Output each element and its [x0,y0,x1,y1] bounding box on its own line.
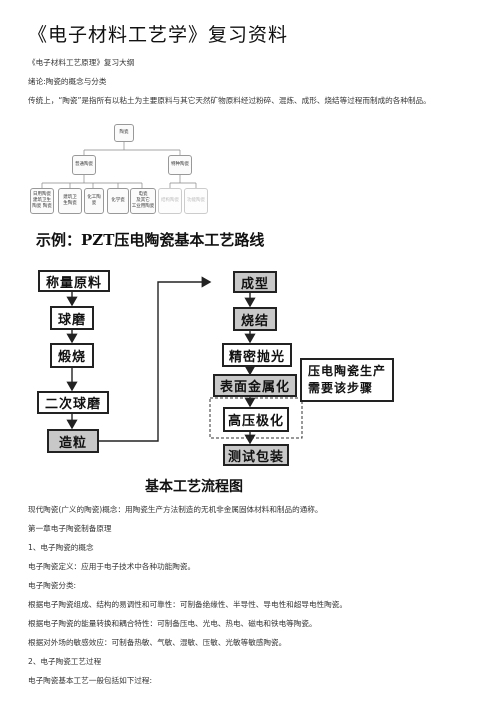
tree-connectors [41,142,197,188]
tree-leaf-chem-porcelain: 化学瓷 [107,188,129,214]
step-calcination: 煅烧 [50,343,94,368]
flow-caption: 基本工艺流程图 [145,479,243,495]
tree-leaf-sanitary: 建筑卫 生陶瓷 [58,188,82,214]
step-weigh-raw-materials: 称量原料 [38,270,110,292]
tree-leaf-structural: 结构陶瓷 [158,188,182,214]
body-line-7: 根据电子陶瓷的能量转换和耦合特性：可制备压电、光电、热电、磁电和铁电等陶瓷。 [28,619,317,628]
body-line-8: 根据对外场的敏感效应：可制备热敏、气敏、湿敏、压敏、光敏等敏感陶瓷。 [28,638,287,647]
body-line-6: 根据电子陶瓷组成、结构的易调性和可靠性：可制备绝缘性、半导性、导电性和超导电性陶… [28,600,347,609]
body-line-1: 现代陶瓷(广义的陶瓷)概念：用陶瓷生产方法制造的无机非金属固体材料和制品的通称。 [28,505,323,514]
step-precision-polishing: 精密抛光 [222,343,292,367]
body-line-10: 电子陶瓷基本工艺一般包括如下过程: [28,676,153,685]
step-forming: 成型 [233,271,277,293]
example-title: 示例：PZT压电陶瓷基本工艺路线 [36,231,265,249]
step-surface-metallization: 表面金属化 [213,374,297,397]
tree-leaf-functional: 功能陶瓷 [184,188,208,214]
body-line-9: 2、电子陶瓷工艺过程 [28,657,102,666]
step-granulation: 造粒 [47,429,99,453]
tree-leaf-electrical: 电瓷 及其它 工业用陶瓷 [130,188,156,214]
tree-node-special: 特种陶瓷 [168,155,192,175]
step-ball-milling: 球磨 [50,306,94,330]
ceramic-classification-tree: 陶瓷 普通陶瓷 特种陶瓷 日用陶瓷 建筑卫生 陶瓷 陶瓷 建筑卫 生陶瓷 化工陶… [30,120,230,220]
intro-text: 传统上，“陶瓷”是指所有以粘土为主要原料与其它天然矿物原料经过粉碎、混炼、成形、… [28,96,431,105]
callout-note: 压电陶瓷生产 需要该步骤 [300,358,394,402]
document-title: 《电子材料工艺学》复习资料 [28,24,289,46]
step-second-ball-milling: 二次球磨 [37,391,109,414]
outline-heading: 《电子材料工艺原理》复习大纲 [28,58,135,67]
body-line-2: 第一章电子陶瓷制备原理 [28,524,112,533]
body-line-4: 电子陶瓷定义：应用于电子技术中各种功能陶瓷。 [28,562,196,571]
body-line-5: 电子陶瓷分类: [28,581,77,590]
tree-leaf-daily: 日用陶瓷 建筑卫生 陶瓷 陶瓷 [30,188,54,214]
tree-leaf-chemical: 化工陶瓷 [84,188,104,214]
step-sintering: 烧结 [233,307,277,331]
tree-node-ordinary: 普通陶瓷 [72,155,96,175]
step-test-packaging: 测试包装 [223,444,289,466]
tree-root-node: 陶瓷 [114,124,134,142]
body-line-3: 1、电子陶瓷的概念 [28,543,94,552]
intro-heading: 绪论:陶瓷的概念与分类 [28,77,107,86]
step-high-voltage-poling: 高压极化 [223,407,289,432]
